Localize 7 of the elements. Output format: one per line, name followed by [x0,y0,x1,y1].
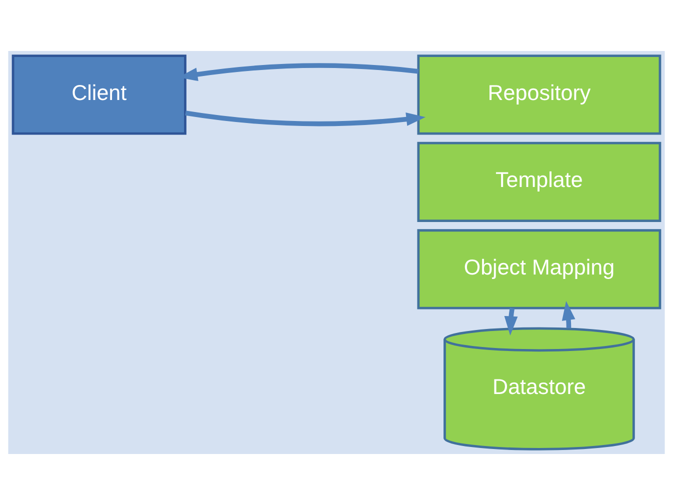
node-box: Repository [417,54,662,134]
arrow [504,307,518,335]
arrow [562,300,576,328]
node-box: Object Mapping [417,228,662,309]
arrow [185,110,426,126]
node-box: Template [417,141,662,222]
node-box: Client [12,54,186,134]
